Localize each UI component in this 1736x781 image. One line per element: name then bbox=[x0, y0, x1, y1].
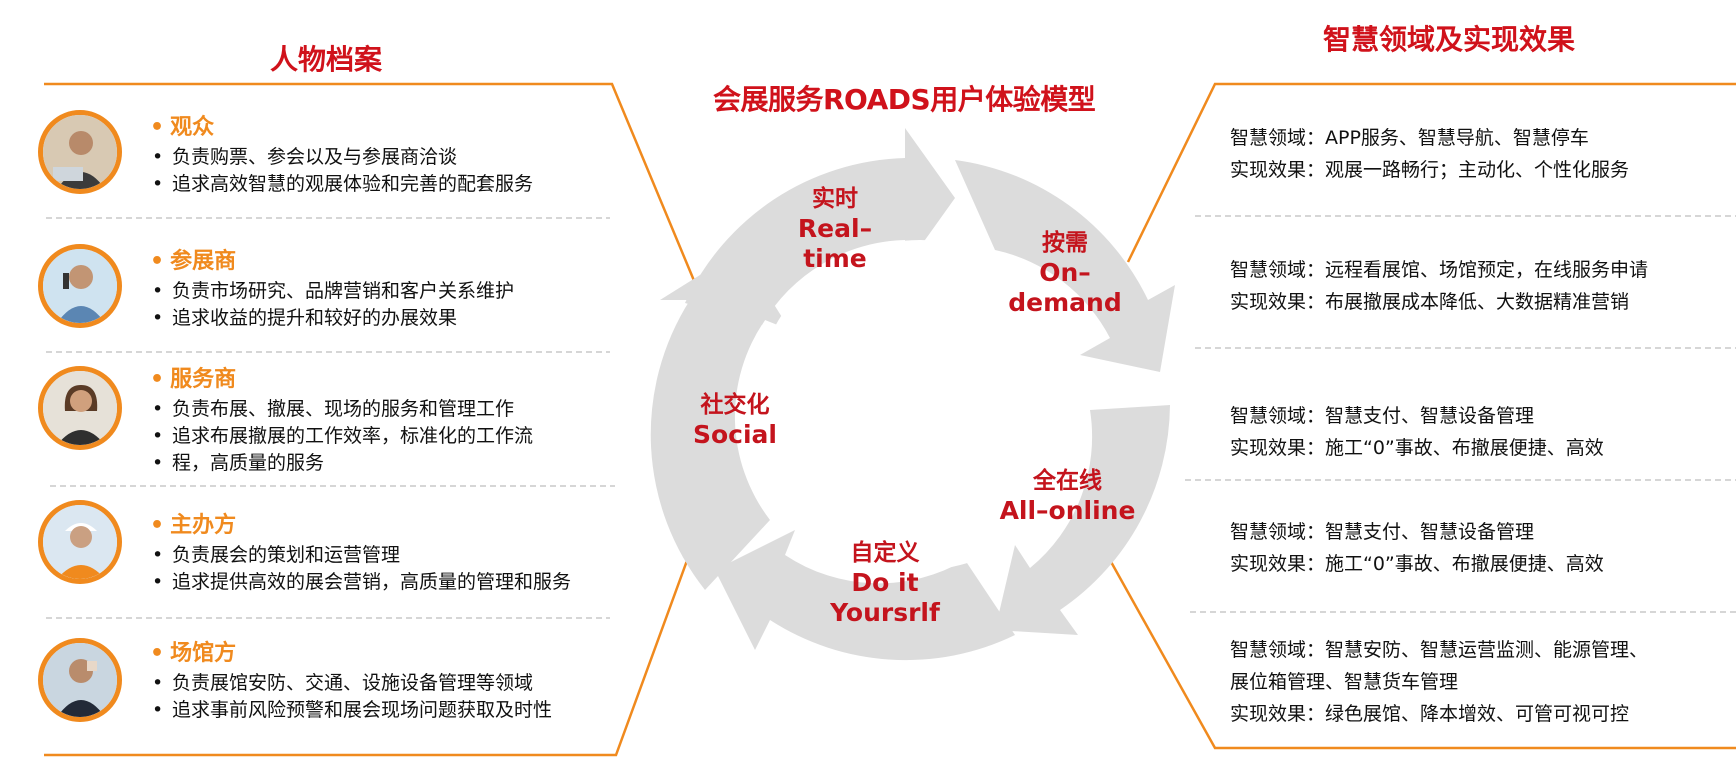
venue-avatar bbox=[38, 638, 122, 722]
smart-area-1: 智慧领域：APP服务、智慧导航、智慧停车 实现效果：观展一路畅行；主动化、个性化… bbox=[1230, 122, 1629, 186]
smart-area-2: 智慧领域：远程看展馆、场馆预定，在线服务申请 实现效果：布展撤展成本降低、大数据… bbox=[1230, 254, 1648, 318]
left-dividers bbox=[46, 217, 615, 619]
area-line: 智慧领域：智慧支付、智慧设备管理 bbox=[1230, 521, 1535, 543]
persona-point: 追求提供高效的展会营销，高质量的管理和服务 bbox=[150, 569, 571, 596]
area-line: 智慧领域：APP服务、智慧导航、智慧停车 bbox=[1230, 127, 1589, 149]
area-line: 展位箱管理、智慧货车管理 bbox=[1230, 671, 1459, 693]
persona-point: 负责购票、参会以及与参展商洽谈 bbox=[150, 144, 533, 171]
area-line: 实现效果：绿色展馆、降本增效、可管可视可控 bbox=[1230, 703, 1630, 725]
area-line: 智慧领域：远程看展馆、场馆预定，在线服务申请 bbox=[1230, 259, 1649, 281]
persona-point: 负责市场研究、品牌营销和客户关系维护 bbox=[150, 278, 514, 305]
cycle-arrows bbox=[650, 128, 1175, 661]
persona-audience: •观众 负责购票、参会以及与参展商洽谈 追求高效智慧的观展体验和完善的配套服务 bbox=[150, 114, 533, 198]
persona-point: 追求事前风险预警和展会现场问题获取及时性 bbox=[150, 697, 552, 724]
persona-point-continued: 程，高质量的服务 bbox=[150, 450, 533, 477]
arrow-allonline bbox=[995, 405, 1170, 635]
cycle-center bbox=[755, 240, 1085, 570]
persona-point: 追求高效智慧的观展体验和完善的配套服务 bbox=[150, 171, 533, 198]
right-section-title: 智慧领域及实现效果 bbox=[1323, 23, 1576, 56]
smart-area-4: 智慧领域：智慧支付、智慧设备管理 实现效果：施工“0”事故、布撤展便捷、高效 bbox=[1230, 516, 1604, 580]
persona-point: 追求布展撤展的工作效率，标准化的工作流 bbox=[150, 423, 533, 450]
exhibitor-avatar bbox=[38, 244, 122, 328]
smart-area-5: 智慧领域：智慧安防、智慧运营监测、能源管理、 展位箱管理、智慧货车管理 实现效果… bbox=[1230, 634, 1648, 730]
center-model-title: 会展服务ROADS用户体验模型 bbox=[713, 83, 1096, 116]
left-section-title: 人物档案 bbox=[270, 43, 383, 76]
arrow-diy bbox=[715, 530, 1015, 661]
persona-name: 服务商 bbox=[170, 367, 237, 392]
persona-point: 负责布展、撤展、现场的服务和管理工作 bbox=[150, 396, 533, 423]
audience-avatar bbox=[38, 110, 122, 194]
persona-point: 负责展会的策划和运营管理 bbox=[150, 542, 571, 569]
area-line: 智慧领域：智慧安防、智慧运营监测、能源管理、 bbox=[1230, 639, 1649, 661]
persona-name: 主办方 bbox=[170, 513, 237, 538]
cycle-label-realtime: 实时 Real– time bbox=[797, 186, 873, 273]
area-line: 智慧领域：智慧支付、智慧设备管理 bbox=[1230, 405, 1535, 427]
organizer-avatar bbox=[38, 500, 122, 584]
persona-name: 参展商 bbox=[170, 249, 237, 274]
bullet-dot: • bbox=[150, 513, 165, 538]
bullet-dot: • bbox=[150, 641, 165, 666]
persona-point: 追求收益的提升和较好的办展效果 bbox=[150, 305, 514, 332]
area-line: 实现效果：观展一路畅行；主动化、个性化服务 bbox=[1230, 159, 1630, 181]
right-dividers bbox=[1185, 215, 1736, 613]
smart-area-3: 智慧领域：智慧支付、智慧设备管理 实现效果：施工“0”事故、布撤展便捷、高效 bbox=[1230, 400, 1604, 464]
persona-organizer: •主办方 负责展会的策划和运营管理 追求提供高效的展会营销，高质量的管理和服务 bbox=[150, 512, 571, 596]
persona-service-provider: •服务商 负责布展、撤展、现场的服务和管理工作 追求布展撤展的工作效率，标准化的… bbox=[150, 366, 533, 477]
persona-point: 负责展馆安防、交通、设施设备管理等领域 bbox=[150, 670, 552, 697]
area-line: 实现效果：布展撤展成本降低、大数据精准营销 bbox=[1230, 291, 1630, 313]
service-provider-avatar bbox=[38, 366, 122, 450]
right-bracket-line-bottom bbox=[1108, 559, 1736, 750]
persona-exhibitor: •参展商 负责市场研究、品牌营销和客户关系维护 追求收益的提升和较好的办展效果 bbox=[150, 248, 514, 332]
area-line: 实现效果：施工“0”事故、布撤展便捷、高效 bbox=[1230, 553, 1604, 575]
cycle-label-social: 社交化 Social bbox=[692, 392, 777, 449]
cycle-label-diy: 自定义 Do it Yoursrlf bbox=[830, 540, 940, 627]
bullet-dot: • bbox=[150, 115, 165, 140]
persona-venue: •场馆方 负责展馆安防、交通、设施设备管理等领域 追求事前风险预警和展会现场问题… bbox=[150, 640, 552, 724]
arrow-social bbox=[650, 250, 790, 590]
bullet-dot: • bbox=[150, 249, 165, 274]
arrow-ondemand bbox=[955, 160, 1175, 372]
persona-name: 观众 bbox=[170, 115, 215, 140]
persona-name: 场馆方 bbox=[170, 641, 237, 666]
right-bracket-line bbox=[1126, 82, 1736, 263]
area-line: 实现效果：施工“0”事故、布撤展便捷、高效 bbox=[1230, 437, 1604, 459]
cycle-label-ondemand: 按需 On– demand bbox=[1008, 230, 1122, 317]
bullet-dot: • bbox=[150, 367, 165, 392]
left-bracket-line bbox=[44, 82, 702, 296]
cycle-label-allonline: 全在线 All–online bbox=[999, 468, 1136, 525]
left-bracket-line-bottom bbox=[44, 524, 702, 757]
